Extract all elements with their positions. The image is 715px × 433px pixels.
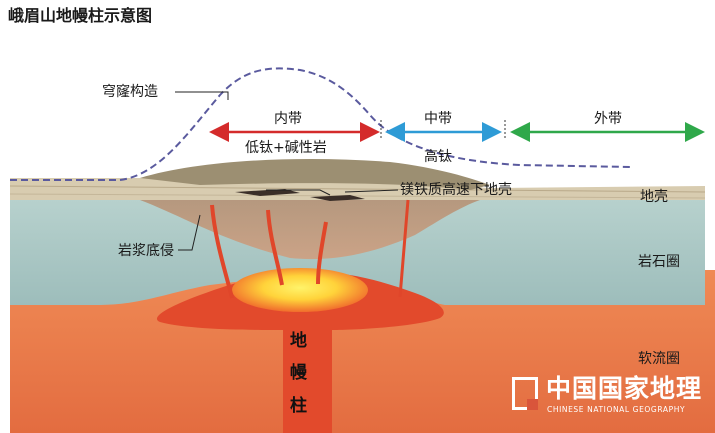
inner-zone-label: 内带 bbox=[274, 111, 302, 127]
low-ti-label: 低钛+碱性岩 bbox=[245, 140, 327, 156]
plume-label-char-3: 柱 bbox=[290, 396, 307, 416]
mafic-leader-2 bbox=[344, 189, 399, 193]
outer-zone-label: 外带 bbox=[594, 111, 622, 127]
watermark-logo bbox=[512, 377, 538, 410]
mantle-plume bbox=[156, 271, 444, 433]
magma-conduit bbox=[210, 204, 234, 299]
magma-conduit bbox=[398, 199, 410, 298]
magma-conduit bbox=[316, 221, 328, 285]
underplating-zone bbox=[140, 200, 480, 260]
diagram-title: 峨眉山地幔柱示意图 bbox=[8, 6, 153, 25]
dome-curve bbox=[10, 67, 631, 181]
mafic-leader-1 bbox=[266, 189, 331, 196]
watermark-subtext: CHINESE NATIONAL GEOGRAPHY bbox=[547, 405, 686, 414]
underplating-leader bbox=[178, 214, 201, 251]
underplating-label: 岩浆底侵 bbox=[118, 243, 174, 259]
middle-zone-label: 中带 bbox=[424, 111, 452, 127]
plume-head-core bbox=[232, 268, 368, 312]
dome-label: 穹窿构造 bbox=[102, 84, 158, 100]
mafic-lens bbox=[310, 195, 365, 201]
magma-conduit bbox=[266, 209, 284, 286]
volcanic-pile bbox=[140, 158, 490, 190]
mafic-lens bbox=[235, 189, 300, 196]
plume-label-char-1: 地 bbox=[290, 331, 307, 351]
high-ti-label: 高钛 bbox=[424, 149, 452, 165]
watermark-text: 中国国家地理 bbox=[546, 374, 703, 403]
mafic-crust-label: 镁铁质高速下地壳 bbox=[400, 182, 512, 198]
lithosphere-label: 岩石圈 bbox=[638, 254, 680, 270]
crust-label: 地壳 bbox=[640, 189, 668, 205]
asthenosphere-label: 软流圈 bbox=[638, 351, 680, 367]
plume-label-char-2: 幔 bbox=[290, 363, 307, 383]
dome-leader bbox=[175, 91, 229, 100]
